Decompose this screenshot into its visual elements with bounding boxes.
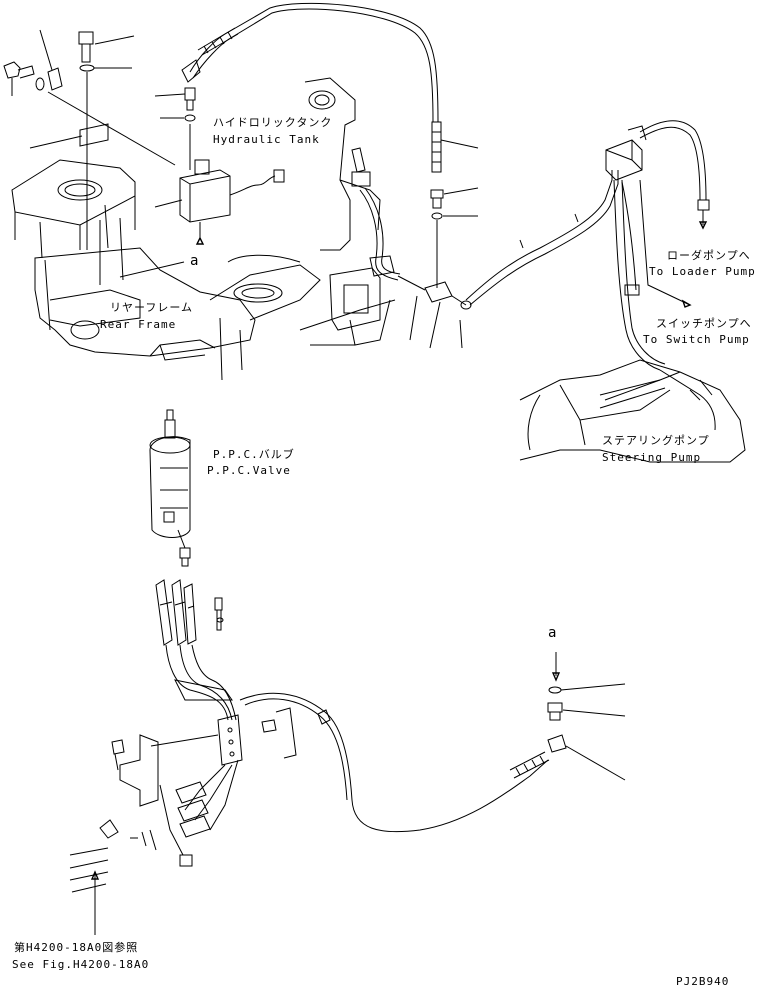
rear-frame-label-en: Rear Frame bbox=[100, 318, 177, 331]
loader-pump-label-jp: ローダポンプへ bbox=[667, 249, 751, 262]
steering-pump-label-jp: ステアリングポンプ bbox=[602, 434, 710, 447]
see-figure-label-en: See Fig.H4200-18A0 bbox=[12, 958, 150, 971]
top-left-fasteners bbox=[3, 29, 185, 278]
ppc-valve-drawing bbox=[149, 409, 191, 567]
tank-top-fittings bbox=[154, 87, 196, 170]
ppc-valve-label-en: P.P.C.Valve bbox=[207, 464, 291, 477]
steering-pump-drawing bbox=[519, 359, 746, 463]
hydraulic-hoses-top bbox=[181, 2, 710, 371]
steering-pump-label-en: Steering Pump bbox=[602, 451, 702, 464]
reference-a-bottom: a bbox=[548, 625, 558, 641]
rear-frame-label-jp: リヤーフレーム bbox=[110, 301, 194, 314]
hydraulic-tank-label-jp: ハイドロリックタンク bbox=[213, 116, 333, 129]
switch-pump-label-en: To Switch Pump bbox=[643, 333, 750, 346]
rear-frame-drawing bbox=[11, 159, 321, 381]
hydraulic-tank-label-en: Hydraulic Tank bbox=[213, 133, 320, 146]
solenoid-valve-block bbox=[179, 159, 285, 245]
switch-pump-label-jp: スイッチポンプへ bbox=[656, 317, 752, 330]
ppc-valve-label-jp: P.P.C.バルブ bbox=[213, 448, 295, 461]
loader-pump-label-en: To Loader Pump bbox=[649, 265, 756, 278]
hydraulic-tank-drawing bbox=[299, 77, 396, 346]
drawing-code: PJ2B940 bbox=[676, 975, 730, 988]
ppc-hoses bbox=[69, 579, 626, 935]
see-figure-label-jp: 第H4200-18A0図参照 bbox=[14, 941, 139, 954]
reference-a-top: a bbox=[190, 253, 200, 269]
